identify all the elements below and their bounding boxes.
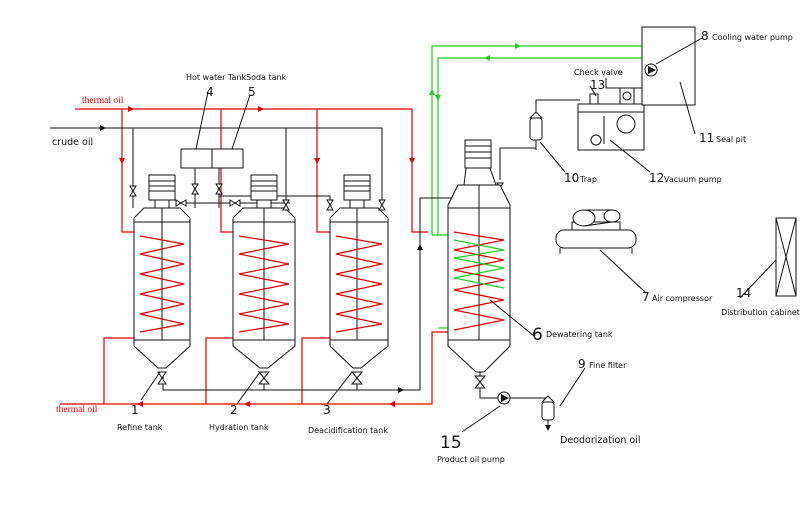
deacidification-tank-label: Deacidification tank [308,426,388,435]
label-number-6: 6 [532,325,543,345]
refine-tank-label: Refine tank [117,423,163,432]
leader-lines [140,37,777,433]
label-number-14: 14 [736,286,751,300]
label-number-2: 2 [230,403,238,417]
process-piping [50,78,643,431]
dewatering-tank-label: Dewatering tank [546,330,613,339]
deacidification-tank [329,174,389,369]
trap-label: Trap [579,175,597,184]
label-number-11: 11 [699,131,714,145]
label-number-13: 13 [590,78,605,92]
air-compressor-label: Air compressor [652,294,713,303]
vacuum-pump-unit [577,87,645,151]
label-number-12: 12 [649,171,664,185]
vacuum-pump-label: Vacuum pump [664,175,722,184]
distribution-cabinet [775,217,797,297]
cooling-water-pump-label: Cooling water pump [712,33,793,42]
cooling-water-pump [644,63,658,77]
hydration-tank [232,174,296,369]
label-number-10: 10 [564,171,579,185]
fine-filter-label: Fine filter [589,361,627,370]
hot-water-tank-label: Hot water Tank [186,73,246,82]
check-valve-label: Check valve [574,68,623,77]
deodorization-oil-label: Deodorization oil [560,435,640,446]
air-compressor [555,209,637,254]
label-number-7: 7 [642,290,650,304]
seal-pit-label: Seal pit [716,135,746,144]
label-number-9: 9 [578,357,586,371]
cooling-water-lines [429,43,642,329]
distribution-cabinet-label: Distribution cabinet [721,308,800,317]
thermal-oil-bottom-label: thermal oil [56,405,98,415]
hot-water-and-soda-tanks [180,91,251,169]
label-number-15: 15 [440,433,462,453]
product-oil-pump-label: Product oil pump [437,455,505,464]
pipe-valves [129,182,504,211]
label-number-5: 5 [248,85,256,99]
label-number-8: 8 [701,29,709,43]
crude-oil-label: crude oil [52,137,93,148]
fine-filter [540,395,556,421]
label-number-1: 1 [131,403,139,417]
hydration-tank-label: Hydration tank [209,423,269,432]
trap [528,111,544,150]
label-number-4: 4 [206,85,214,99]
thermal-oil-top-label: thermal oil [82,96,124,106]
label-number-3: 3 [323,403,331,417]
dewatering-tank [447,139,511,373]
soda-tank-label: Soda tank [246,73,287,82]
product-oil-pump [497,391,511,405]
tank-bottom-valves [157,371,487,389]
refine-tank [133,174,191,369]
